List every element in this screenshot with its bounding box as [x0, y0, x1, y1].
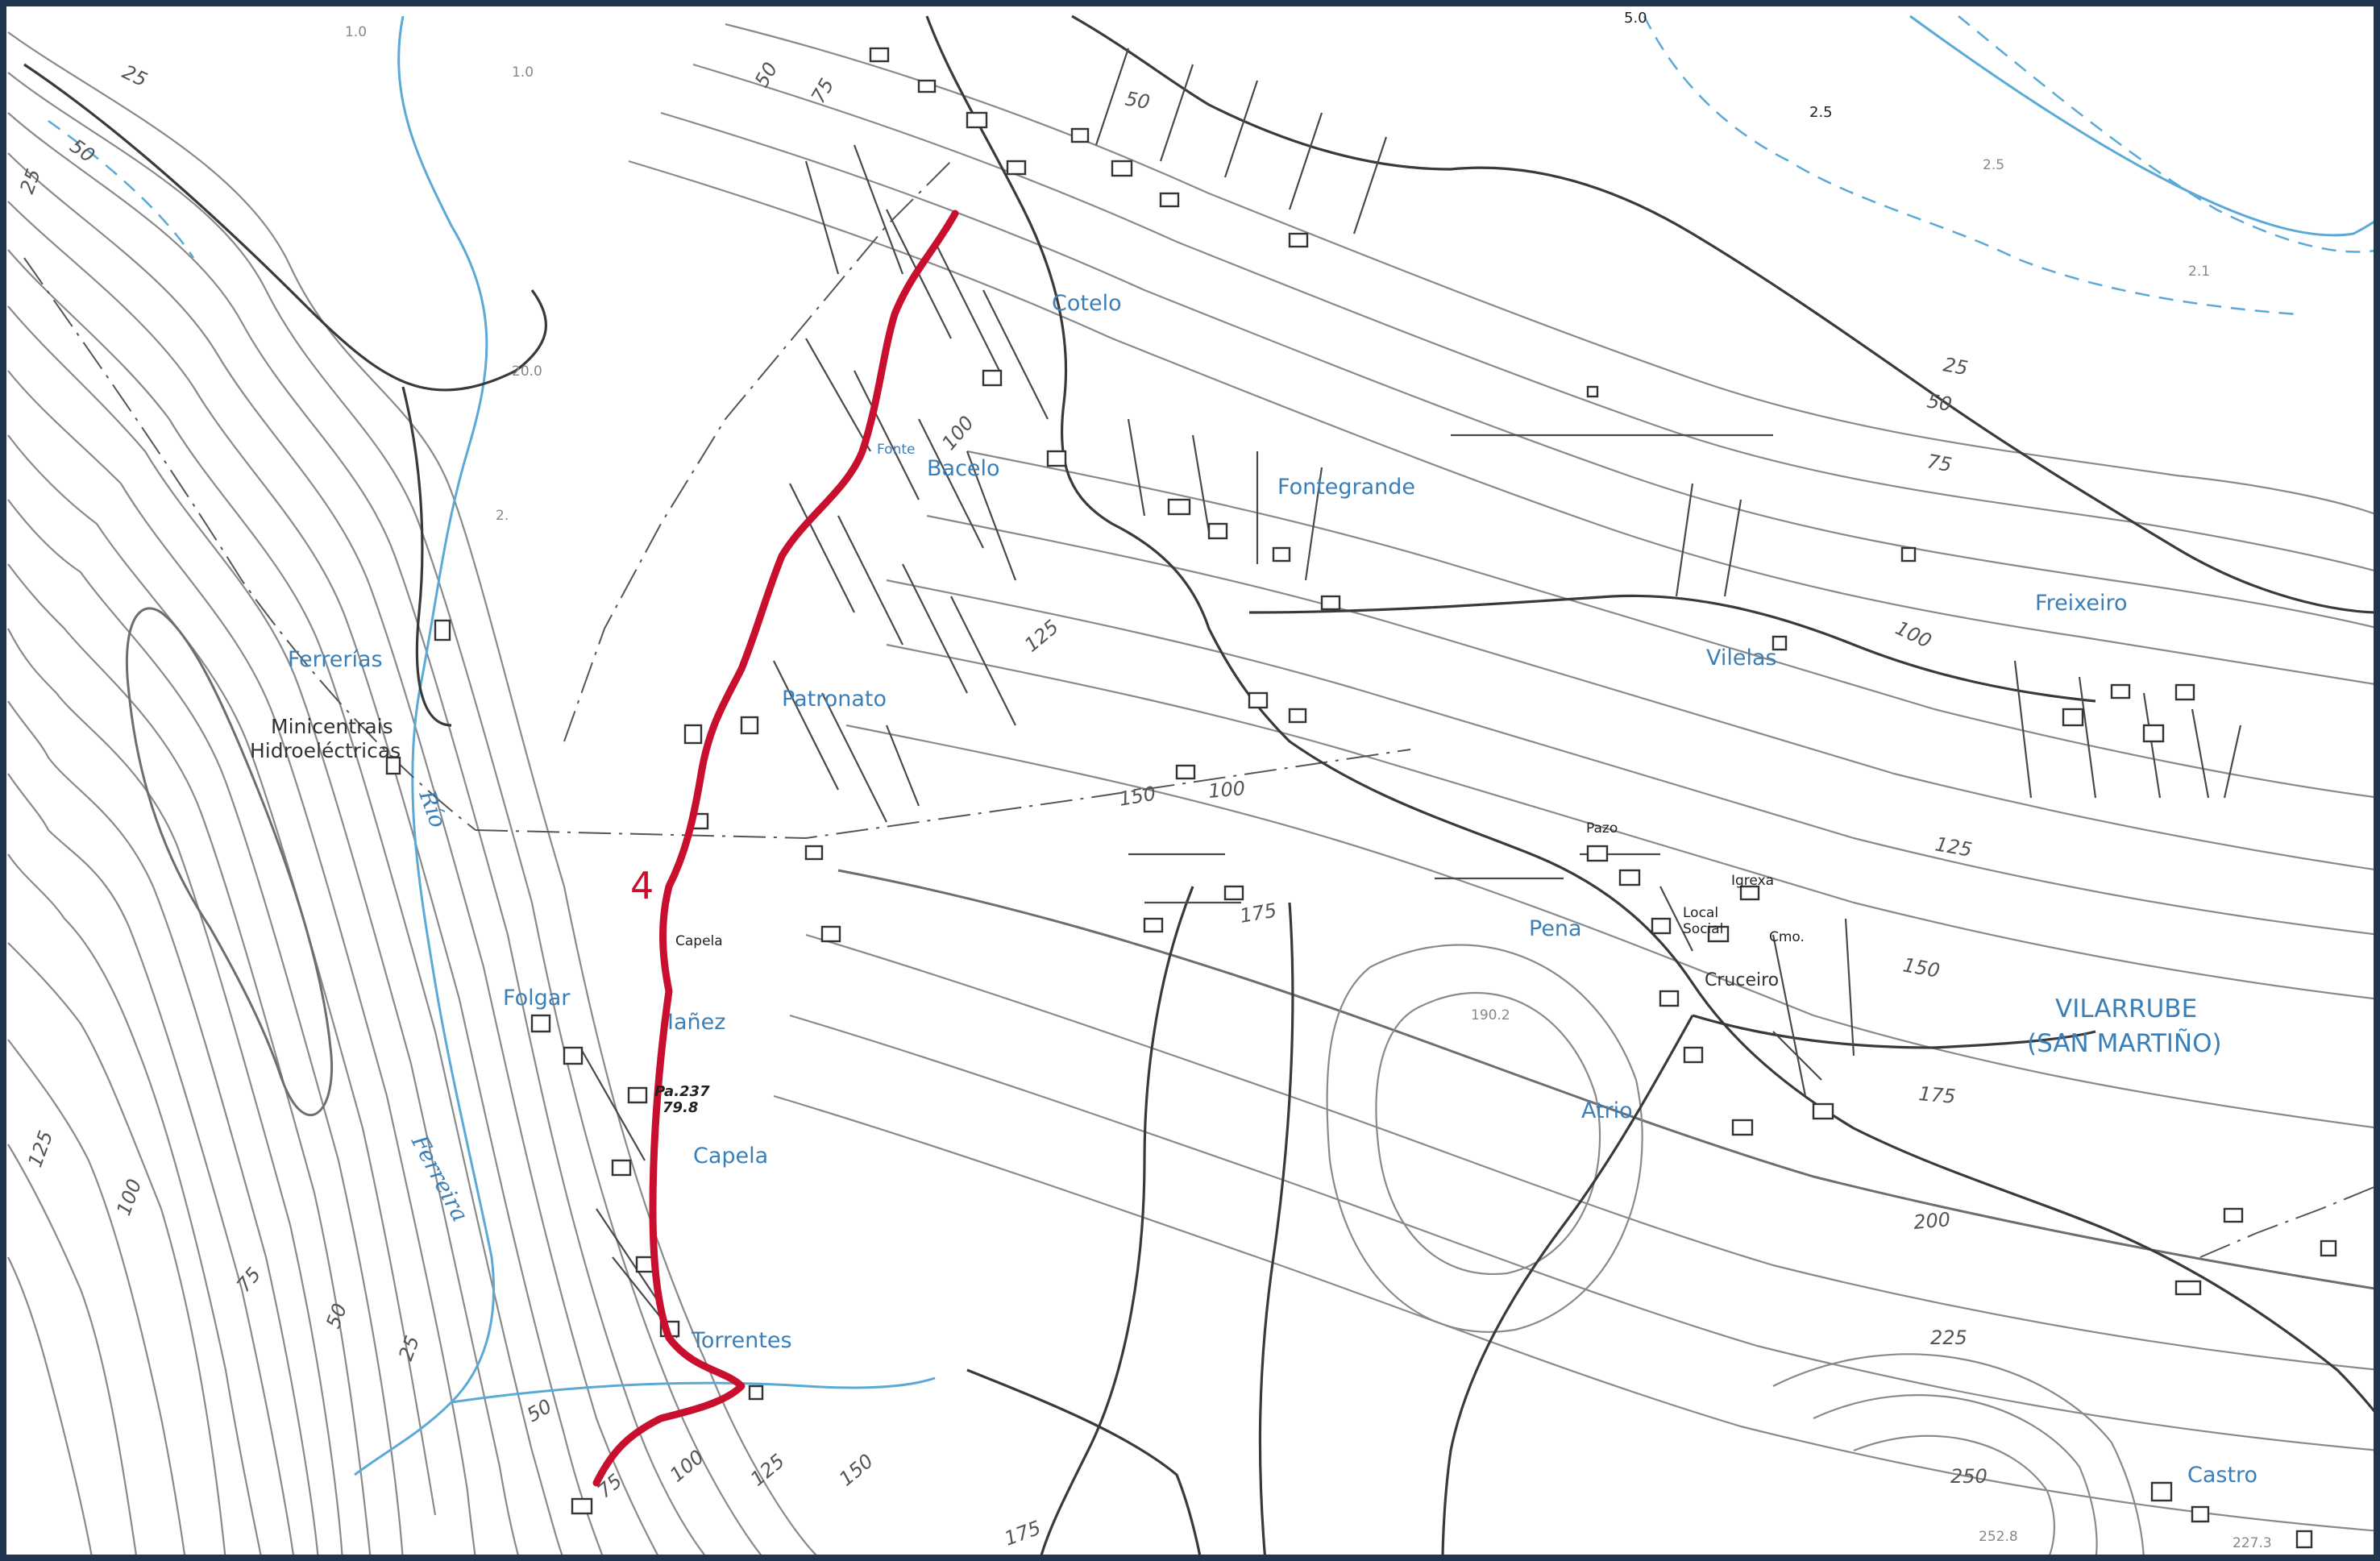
rivers: [48, 15, 2380, 1476]
rio-ferreira: [354, 15, 495, 1476]
svg-text:190.2: 190.2: [1471, 1007, 1510, 1023]
roads: [23, 15, 2380, 1561]
place-folgar: Folgar: [503, 986, 571, 1011]
svg-text:75: 75: [1925, 450, 1954, 476]
place-castro: Castro: [2187, 1463, 2257, 1488]
parcel-lines: [579, 48, 2242, 1339]
svg-text:50: 50: [1925, 389, 1954, 416]
power-lines: [23, 160, 2380, 1258]
spot-heights: 1.0 1.0 5.0 2.5 2.5 2.1 20.0 2. 190.2 25…: [345, 10, 2272, 1551]
svg-text:50: 50: [1124, 87, 1152, 114]
svg-text:2.5: 2.5: [1809, 104, 1833, 121]
place-torrentes: Torrentes: [691, 1328, 792, 1353]
place-patronato: Patronato: [782, 687, 887, 712]
place-labels: Cotelo Bacelo Fonte Fontegrande Patronat…: [250, 291, 2257, 1488]
place-bacelo: Bacelo: [927, 456, 1000, 481]
svg-text:175: 175: [1917, 1082, 1956, 1108]
label-cruceiro: Cruceiro: [1705, 970, 1779, 990]
svg-text:1.0: 1.0: [512, 64, 534, 81]
label-capela-small: Capela: [675, 933, 723, 949]
label-igrexa: Igrexa: [1731, 873, 1774, 889]
place-vilarrube: VILARRUBE: [2055, 994, 2197, 1023]
svg-text:2.5: 2.5: [1983, 157, 2004, 173]
place-fontegrande: Fontegrande: [1277, 475, 1415, 500]
place-cotelo: Cotelo: [1052, 291, 1122, 316]
contour-lines: [7, 31, 823, 1561]
svg-text:79.8: 79.8: [662, 1099, 698, 1116]
place-san-martino: (SAN MARTIÑO): [2027, 1029, 2222, 1058]
contour-lines-east: [628, 23, 2380, 1561]
label-pazo: Pazo: [1586, 820, 1618, 837]
place-capela: Capela: [693, 1144, 768, 1169]
label-cmo: Cmo.: [1769, 929, 1805, 945]
svg-text:100: 100: [1207, 777, 1246, 803]
svg-text:227.3: 227.3: [2233, 1535, 2272, 1551]
label-local: Local: [1683, 905, 1718, 921]
svg-text:250: 250: [1950, 1465, 1987, 1488]
place-freixeiro: Freixeiro: [2035, 591, 2127, 616]
place-pena: Pena: [1529, 916, 1582, 941]
place-fonte: Fonte: [877, 442, 915, 458]
svg-text:5.0: 5.0: [1624, 10, 1647, 27]
buildings: [385, 47, 2337, 1549]
label-minicentrales-1: Minicentrais: [271, 715, 393, 738]
place-ferrerias: Ferrerías: [288, 647, 383, 672]
river-north-east: [1909, 15, 2380, 237]
place-vilelas: Vilelas: [1706, 646, 1777, 670]
svg-text:25: 25: [1942, 353, 1970, 380]
place-ianez: Iañez: [667, 1010, 725, 1035]
label-minicentrales-2: Hidroeléctricas: [250, 739, 401, 762]
svg-text:1.0: 1.0: [345, 24, 367, 40]
svg-text:2.: 2.: [496, 508, 509, 524]
svg-text:20.0: 20.0: [512, 363, 542, 380]
svg-text:225: 225: [1930, 1326, 1967, 1349]
place-atrio: Atrio: [1581, 1098, 1633, 1123]
svg-text:252.8: 252.8: [1979, 1529, 2018, 1545]
svg-text:2.1: 2.1: [2188, 264, 2210, 280]
label-social: Social: [1683, 921, 1723, 937]
svg-text:Pa.237: Pa.237: [654, 1083, 710, 1100]
svg-text:200: 200: [1913, 1208, 1951, 1234]
route-4: [592, 210, 959, 1487]
route-number-label: 4: [630, 864, 654, 907]
